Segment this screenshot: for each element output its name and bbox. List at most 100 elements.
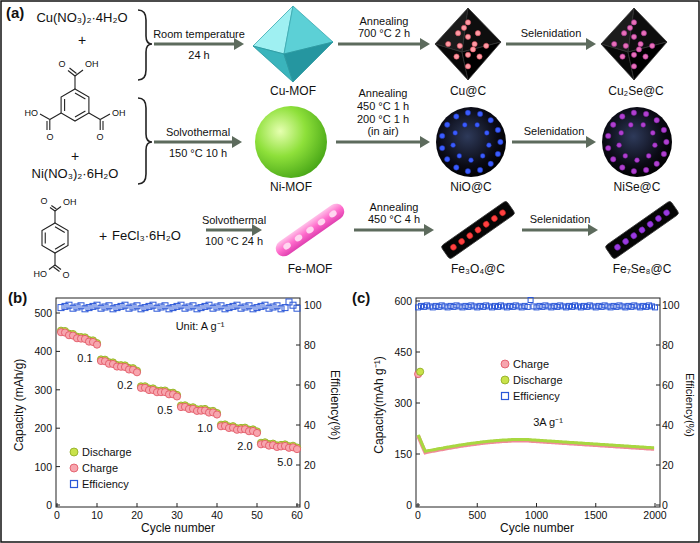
figure-part [613, 243, 621, 251]
tick-label: 0 [662, 499, 668, 511]
charge-point [93, 341, 100, 348]
bond [51, 206, 56, 210]
efficiency-point [528, 298, 533, 303]
figure-part [449, 243, 457, 251]
process-arrow [354, 224, 434, 236]
chemical-formula: FeCl₃·6H₂O [112, 229, 181, 244]
figure-part [477, 54, 482, 59]
figure-part [628, 42, 667, 80]
figure-part [650, 131, 655, 136]
tick-mark [97, 503, 98, 507]
material-node: Cu₂Se@C [596, 4, 676, 98]
material-node: Cu@C [430, 4, 506, 98]
process-arrow [336, 136, 430, 148]
tick-mark [217, 503, 218, 507]
material-node: Cu-MOF [248, 4, 338, 98]
figure-part [619, 131, 624, 136]
atom-label: O [96, 132, 103, 142]
axis-title: Cycle number [500, 522, 574, 536]
figure-part [620, 114, 625, 119]
tick-label: 1000 [525, 509, 548, 521]
arrow-line [154, 43, 236, 46]
figure-part [601, 44, 634, 80]
figure-part [465, 20, 470, 25]
tick-mark [137, 503, 138, 507]
atom-label: OH [112, 108, 126, 118]
figure-part [622, 31, 627, 36]
node-label: Fe-MOF [266, 262, 354, 276]
atom-label: O [46, 132, 53, 142]
tick-mark [296, 385, 300, 386]
panel-letter: (a) [6, 4, 24, 21]
figure-part [623, 154, 628, 159]
condition-label: 100 °C 24 h [205, 235, 263, 248]
arrow-head [252, 224, 262, 236]
tick-label: 100 [662, 299, 680, 311]
plus-sign: + [71, 148, 79, 164]
tick-label: 60 [291, 509, 303, 521]
tick-mark [56, 428, 60, 429]
discharge-point [417, 368, 424, 375]
arrow-head [234, 38, 244, 50]
tick-label: 600 [394, 295, 412, 307]
figure-part [457, 154, 462, 159]
figure-part [641, 31, 646, 36]
figure-part [602, 107, 672, 177]
charge-point [213, 411, 220, 418]
tick-mark [656, 425, 660, 426]
tick-mark [656, 505, 660, 506]
tick-mark [57, 503, 58, 507]
figure-part [631, 169, 636, 174]
bond [102, 121, 103, 130]
figure-part [474, 226, 482, 234]
figure-part [661, 151, 666, 156]
benzene-ring [61, 89, 89, 121]
arrow-head [586, 38, 596, 50]
figure-part [454, 165, 459, 170]
atom-label: HO [25, 108, 39, 118]
figure-part [498, 139, 503, 144]
arrow-line [354, 229, 425, 232]
tick-mark [296, 425, 300, 426]
arrow-line [336, 141, 421, 144]
plus-sign: + [99, 228, 107, 244]
figure-part [646, 220, 654, 228]
figure-part [248, 104, 334, 180]
figure-part [631, 64, 636, 69]
bond [75, 111, 85, 117]
tick-mark [296, 345, 300, 346]
bond [75, 70, 83, 76]
benzene-ring [42, 223, 68, 253]
legend-label: Discharge [82, 446, 132, 459]
arrow-line [522, 229, 589, 232]
tick-label: 20 [131, 509, 143, 521]
tick-label: 300 [394, 397, 412, 409]
figure-part [606, 133, 611, 138]
legend-marker [501, 376, 509, 384]
tick-mark [416, 454, 420, 455]
figure-part [465, 34, 470, 39]
rate-label: 0.2 [117, 379, 132, 392]
reaction-brace [138, 10, 152, 184]
tick-label: 400 [34, 345, 52, 357]
tick-label: 450 [394, 346, 412, 358]
node-label: NiSe@C [596, 180, 678, 194]
tick-label: 0 [304, 499, 310, 511]
condition-label: Solvothermal [166, 126, 230, 139]
figure-part [477, 167, 482, 172]
figure-part [605, 201, 680, 260]
annotation: Unit: A g⁻¹ [176, 320, 225, 333]
figure-part [445, 157, 450, 162]
figure-part [654, 214, 662, 222]
bond [55, 227, 65, 233]
figure-part [654, 161, 659, 166]
edge-label: Annealing 450 °C 4 h [363, 201, 426, 226]
figure-part [646, 154, 651, 159]
node-label: Fe₃O₄@C [434, 262, 522, 276]
figure-part [611, 157, 616, 162]
figure-part [484, 131, 489, 136]
tick-label: 100 [304, 299, 322, 311]
figure-part [650, 43, 655, 48]
